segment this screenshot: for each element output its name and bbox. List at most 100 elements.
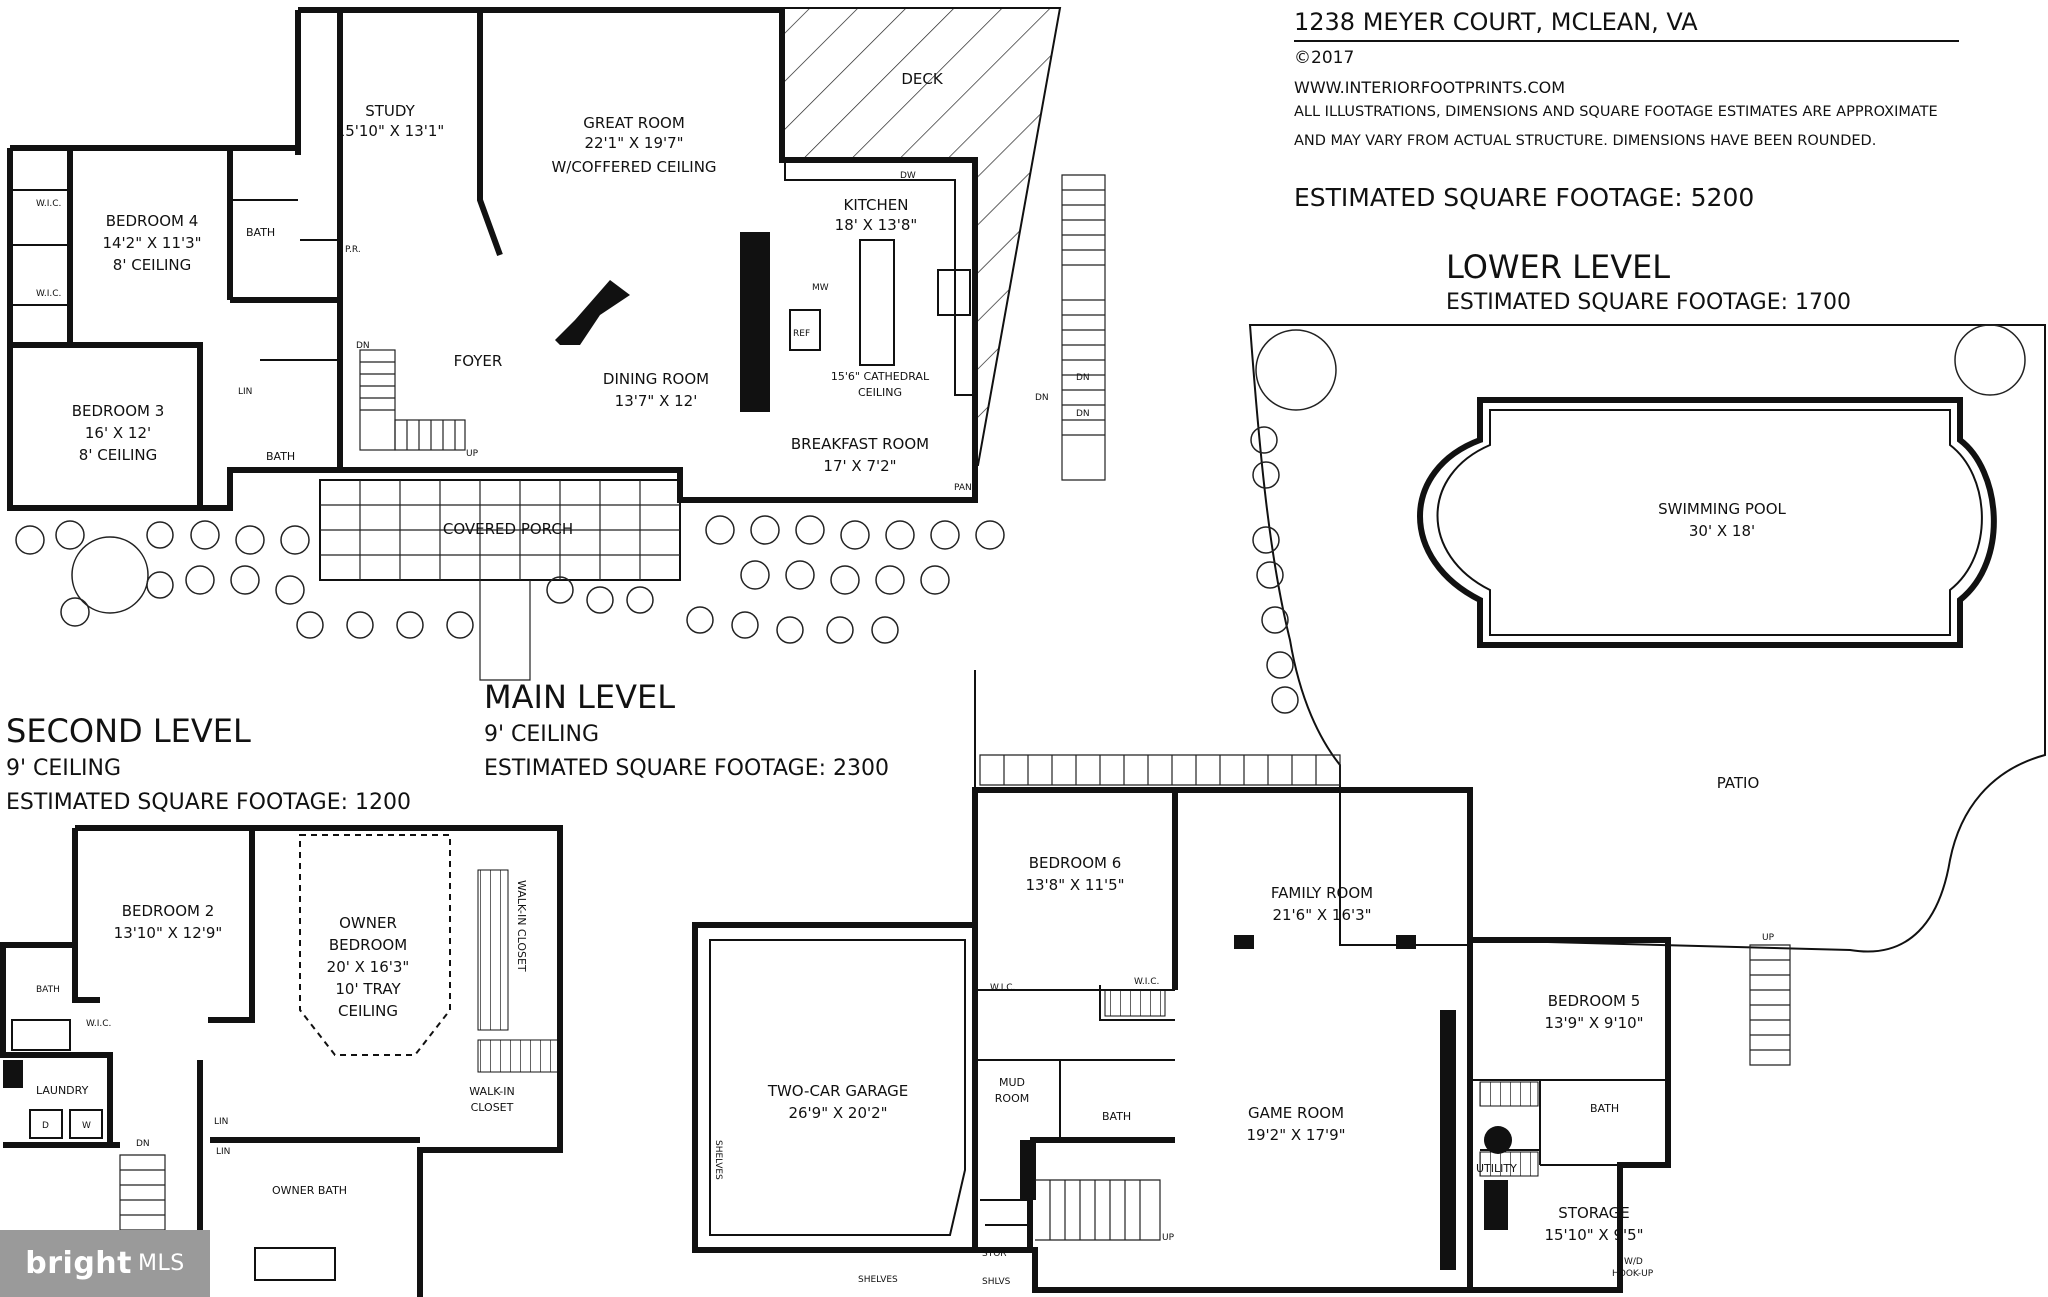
kitchen-island (859, 239, 895, 366)
refrigerator (789, 309, 821, 351)
pool-outline (1417, 397, 1997, 648)
bedroom3-ceiling: 8' CEILING (79, 446, 157, 464)
family-dims: 21'6" X 16'3" (1272, 906, 1371, 924)
garage-label: TWO-CAR GARAGE (767, 1082, 908, 1100)
second-dn-label: DN (136, 1139, 150, 1149)
main-outer-wall (298, 7, 978, 503)
second-lin-2: LIN (216, 1147, 230, 1157)
second-level-plan: BEDROOM 2 13'10" X 12'9" OWNER BEDROOM 2… (0, 825, 563, 1297)
bedroom4-label: BEDROOM 4 (106, 212, 199, 230)
pool-label: SWIMMING POOL (1658, 500, 1786, 518)
lower-wic-2: W.I.C. (1134, 977, 1159, 987)
address-title: 1238 MEYER COURT, MCLEAN, VA (1294, 8, 1698, 36)
main-level-ceiling: 9' CEILING (484, 722, 600, 747)
cathedral-ceiling: CEILING (858, 386, 902, 399)
walk-in-closet-label: WALK-IN CLOSET (515, 880, 528, 972)
bedroom5-dims: 13'9" X 9'10" (1544, 1014, 1643, 1032)
walk-in-closet-shelves (477, 869, 509, 1031)
laundry-label: LAUNDRY (36, 1084, 89, 1097)
bath-label-2: BATH (266, 450, 295, 463)
stor-label: STOR (982, 1249, 1007, 1259)
laundry-dryer (69, 1109, 103, 1139)
lower-level-title: LOWER LEVEL (1446, 248, 1671, 286)
mud-room-label: ROOM (995, 1092, 1029, 1105)
pan-label: PAN (954, 483, 972, 493)
owner-bedroom-label: BEDROOM (329, 936, 407, 954)
main-level-sqft: ESTIMATED SQUARE FOOTAGE: 2300 (484, 756, 890, 781)
website-text: WWW.INTERIORFOOTPRINTS.COM (1294, 78, 1566, 97)
lower-closet-hatch-1 (1104, 989, 1166, 1017)
cathedral-label: 15'6" CATHEDRAL (831, 370, 930, 383)
kitchen-counter (784, 159, 976, 396)
total-sqft: ESTIMATED SQUARE FOOTAGE: 5200 (1294, 183, 1755, 212)
patio-outline (1248, 324, 2046, 953)
retaining-wall (979, 754, 1341, 786)
bedroom-wing-wall (7, 145, 340, 511)
second-level-title: SECOND LEVEL (6, 712, 251, 750)
great-room-ceiling: W/COFFERED CEILING (551, 158, 716, 176)
family-label: FAMILY ROOM (1271, 884, 1373, 902)
mw-label: MW (812, 283, 829, 293)
water-heater (1484, 1180, 1508, 1230)
patio-shrubs (1250, 324, 2026, 714)
porch-label: COVERED PORCH (443, 520, 573, 538)
lower-outer-wall (692, 787, 1671, 1293)
lower-interior-walls (972, 790, 1473, 1290)
lower-closet-hatch-2 (1479, 1081, 1539, 1107)
brand-text: bright (25, 1246, 133, 1281)
breakfast-dims: 17' X 7'2" (823, 457, 896, 475)
pool-dims: 30' X 18' (1689, 522, 1755, 540)
study-dims: 15'10" X 13'1" (336, 122, 445, 140)
up-label-2: UP (1162, 1233, 1175, 1243)
shelves-label-2: SHELVES (858, 1275, 898, 1285)
garage-dims: 26'9" X 20'2" (788, 1104, 887, 1122)
pool-inner (1436, 409, 1983, 636)
tray-ceiling (299, 834, 451, 1056)
lower-bath-1: BATH (1102, 1110, 1131, 1123)
family-room-column-2 (1396, 935, 1416, 949)
owner-label: OWNER (339, 914, 397, 932)
lin-label: LIN (238, 387, 252, 397)
second-wall-block (3, 1060, 23, 1088)
foyer-label: FOYER (454, 352, 503, 370)
dn-label-4: DN (1076, 409, 1090, 419)
deck-label: DECK (901, 70, 944, 88)
bedroom5-label: BEDROOM 5 (1548, 992, 1641, 1010)
landscaping-shrubs (15, 515, 1005, 644)
dn-label-2: DN (1035, 393, 1049, 403)
wd-label: W/D (1624, 1257, 1643, 1267)
lower-level-plan: SWIMMING POOL 30' X 18' PATIO BEDROOM 6 … (692, 324, 2046, 1293)
owner-dims: 20' X 16'3" (327, 958, 410, 976)
dn-label-3: DN (1076, 373, 1090, 383)
disclaimer-line-2: AND MAY VARY FROM ACTUAL STRUCTURE. DIME… (1294, 133, 1877, 149)
bedroom3-label: BEDROOM 3 (72, 402, 165, 420)
great-room-label: GREAT ROOM (583, 114, 685, 132)
header-rule (1294, 40, 1959, 42)
shelves-label-1: SHELVES (713, 1140, 723, 1180)
range (937, 269, 971, 316)
walk-in-closet-2-shelves (477, 1039, 559, 1073)
wic-label-2: W.I.C. (36, 289, 61, 299)
storage-dims: 15'10" X 9'5" (1544, 1226, 1643, 1244)
second-lin-1: LIN (214, 1117, 228, 1127)
utility-tank (1484, 1126, 1512, 1154)
lower-bath-2: BATH (1590, 1102, 1619, 1115)
bedroom4-dims: 14'2" X 11'3" (102, 234, 201, 252)
closets (10, 189, 341, 470)
dryer-label: D (42, 1121, 49, 1131)
dining-label: DINING ROOM (603, 370, 709, 388)
second-level-sqft: ESTIMATED SQUARE FOOTAGE: 1200 (6, 790, 412, 815)
hookup-label: HOOK-UP (1612, 1269, 1654, 1279)
bedroom3-dims: 16' X 12' (85, 424, 151, 442)
dn-label-1: DN (356, 341, 370, 351)
lower-level-sqft: ESTIMATED SQUARE FOOTAGE: 1700 (1446, 290, 1852, 315)
shlvs-label: SHLVS (982, 1277, 1011, 1287)
brand-suffix: MLS (138, 1251, 185, 1276)
great-room-dims: 22'1" X 19'7" (584, 134, 683, 152)
fireplace (555, 280, 630, 345)
lower-stairs (1035, 1179, 1161, 1241)
owner-ceiling: CEILING (338, 1002, 398, 1020)
study-label: STUDY (365, 102, 415, 120)
